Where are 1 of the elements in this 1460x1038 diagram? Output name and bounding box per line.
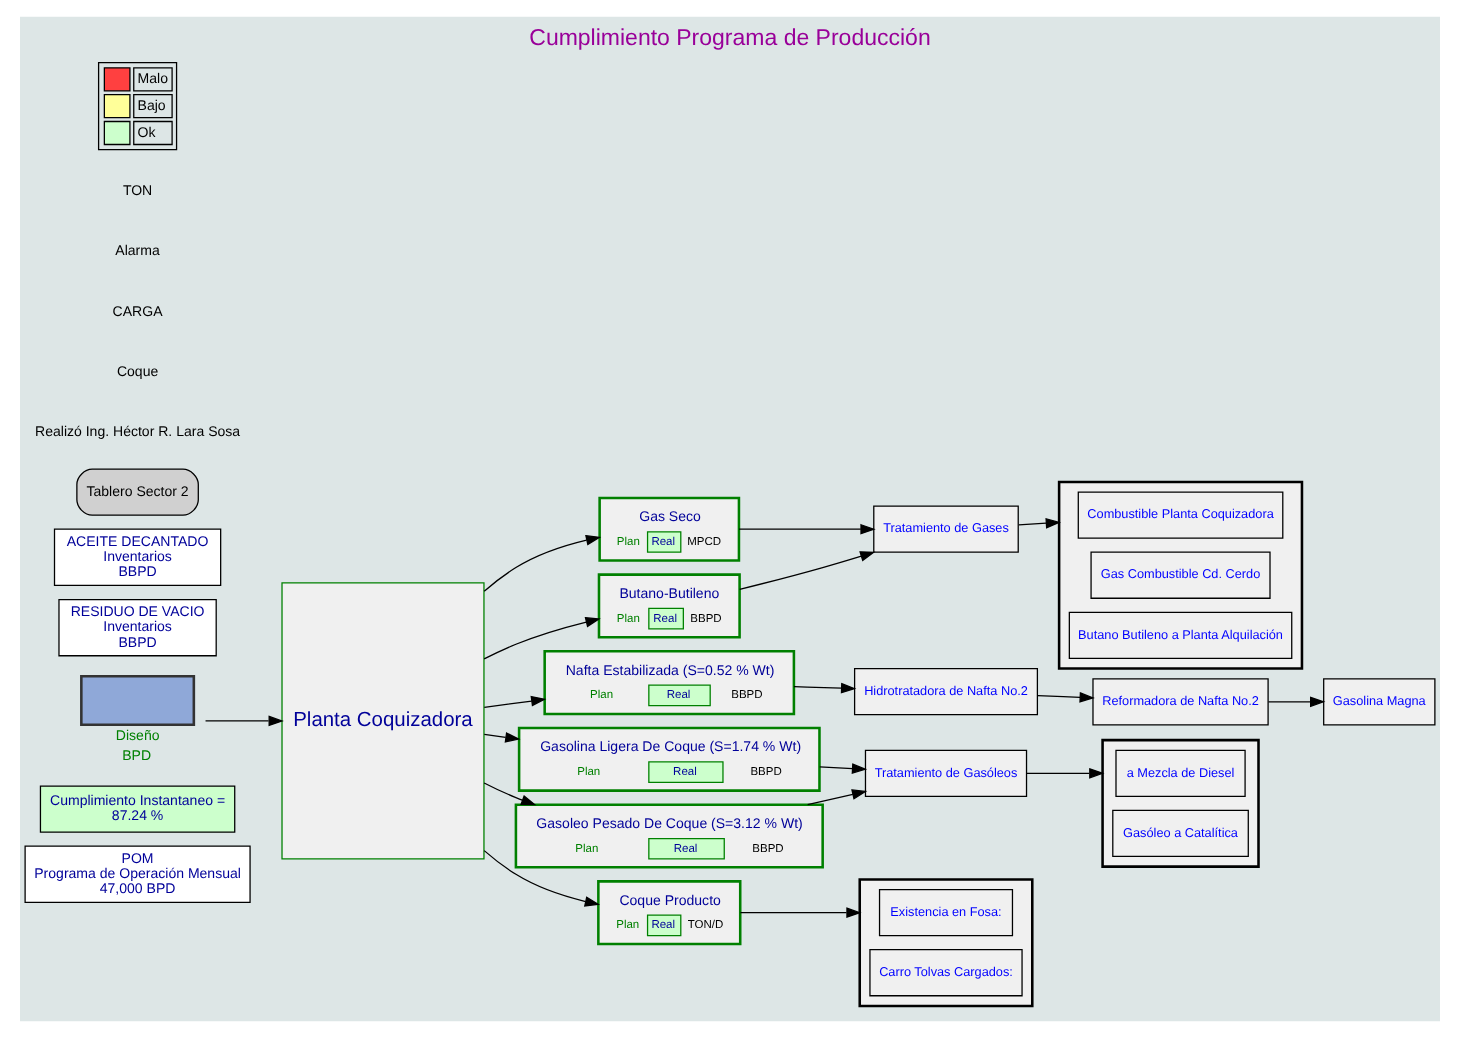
diagram-title: Cumplimiento Programa de Producción [529,27,931,52]
